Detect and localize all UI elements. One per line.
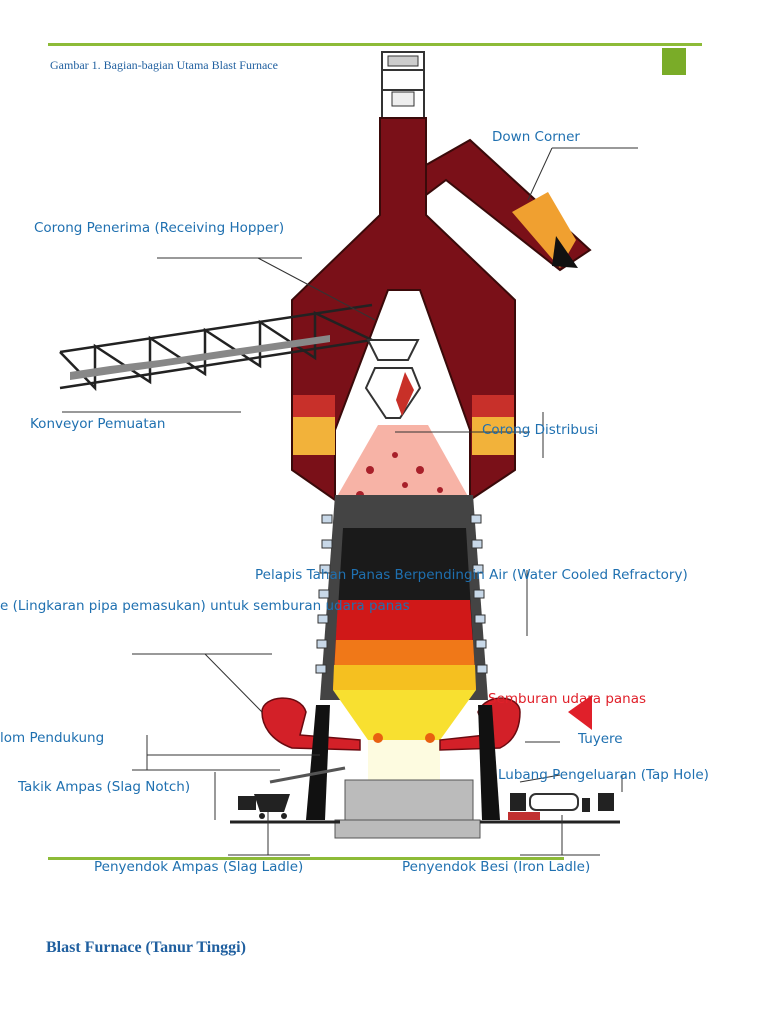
uptake-pipes [291, 117, 592, 502]
label-hot-blast: Semburan udara panas [488, 691, 647, 707]
slag-runner [269, 766, 346, 784]
foundation [334, 819, 481, 839]
hearth-base [344, 779, 474, 821]
right-tuyere-flame [425, 733, 435, 743]
left-uptake-band-red [293, 395, 335, 417]
charging-conveyor [59, 303, 373, 392]
hot-blast-arrow [568, 695, 592, 730]
slag-ladle-car [238, 794, 290, 819]
label-tuyere: Tuyere [578, 731, 623, 747]
label-slag-ladle: Penyendok Ampas (Slag Ladle) [94, 859, 304, 875]
corner-marker [662, 48, 686, 75]
label-iron-ladle: Penyendok Besi (Iron Ladle) [402, 859, 591, 875]
figure-caption: Gambar 1. Bagian-bagian Utama Blast Furn… [50, 58, 278, 72]
label-slag-notch: Takik Ampas (Slag Notch) [18, 779, 191, 795]
bottom-rule [48, 857, 564, 860]
bustle-pipe [261, 697, 521, 751]
distribution-hopper [364, 339, 422, 419]
top-rule [48, 43, 702, 46]
left-tuyere-flame [373, 733, 383, 743]
charge-stream [396, 372, 414, 416]
left-uptake-band [293, 415, 335, 455]
conveyor-ore [70, 335, 330, 380]
right-uptake-band [472, 415, 514, 455]
leader-lines [62, 147, 638, 856]
furnace-shaft [320, 495, 488, 780]
label-bustle-pipe: e (Lingkaran pipa pemasukan) untuk sembu… [0, 598, 410, 614]
downcomer-tip [552, 236, 578, 268]
label-tap-hole: Lubang Pengeluaran (Tap Hole) [498, 767, 709, 783]
iron-ladle-car [508, 793, 614, 820]
label-support-column: lom Pendukung [0, 730, 105, 746]
support-column-left [306, 705, 330, 820]
top-stack [381, 51, 425, 119]
label-refractory: Pelapis Tahan Panas Berpendingin Air (Wa… [255, 567, 688, 583]
cooling-staves [315, 514, 488, 674]
label-receiving-hopper: Corong Penerima (Receiving Hopper) [34, 220, 285, 236]
label-down-corner: Down Corner [492, 129, 580, 145]
label-conveyor: Konveyor Pemuatan [30, 416, 166, 432]
label-distribution-hopper: Corong Distribusi [482, 422, 599, 438]
page-title: Blast Furnace (Tanur Tinggi) [46, 939, 246, 956]
support-column-right [478, 705, 500, 820]
right-uptake-band-red [472, 395, 514, 417]
